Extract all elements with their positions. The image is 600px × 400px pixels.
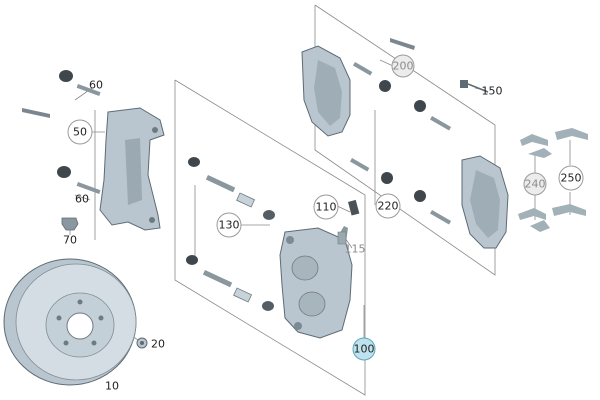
bracket-hardware <box>22 70 101 231</box>
callout-20: 20 <box>151 338 165 351</box>
callout-220: 220 <box>375 193 401 219</box>
bleed-screw <box>337 199 360 245</box>
callout-50-circle <box>67 119 93 145</box>
callout-60-bottom: 60 <box>75 193 89 206</box>
callout-70-text: 70 <box>63 234 77 247</box>
callout-100-text: 100 <box>354 343 375 356</box>
pad-hardware <box>350 38 588 232</box>
assembly-frame-lines <box>94 4 496 396</box>
callout-250-circle <box>558 165 584 191</box>
callout-115: 115 <box>345 243 366 256</box>
callout-50-text: 50 <box>73 126 87 139</box>
callout-130-text: 130 <box>219 219 240 232</box>
caliper-frame-line <box>174 80 366 396</box>
guide-pins <box>186 157 275 311</box>
brake-pad-outer <box>461 155 509 249</box>
callout-250-text: 250 <box>561 172 582 185</box>
callout-110-text: 110 <box>316 201 337 214</box>
callout-240-text: 240 <box>525 178 546 191</box>
callout-130-circle <box>216 212 242 238</box>
callout-200-text: 200 <box>393 60 414 73</box>
disc-screw <box>136 337 148 349</box>
callout-250: 250 <box>558 165 584 191</box>
callout-50: 50 <box>67 119 93 145</box>
callout-60-bottom-text: 60 <box>75 193 89 206</box>
brake-pad-inner <box>301 45 351 137</box>
callout-220-text: 220 <box>378 200 399 213</box>
callout-10: 10 <box>105 380 119 393</box>
callout-60-top: 60 <box>89 79 103 92</box>
callout-150: 150 <box>482 85 503 98</box>
callout-240: 240 <box>523 172 547 196</box>
caliper-bracket <box>99 107 165 231</box>
callout-110-circle <box>313 194 339 220</box>
callout-labels: 10 20 50 60 60 70 100 110 115 <box>63 54 584 393</box>
callout-200-circle <box>391 54 415 78</box>
callout-130: 130 <box>216 212 242 238</box>
callout-60-top-text: 60 <box>89 79 103 92</box>
callout-10-text: 10 <box>105 380 119 393</box>
callout-70: 70 <box>63 234 77 247</box>
callout-100: 100 <box>352 337 376 361</box>
callout-220-circle <box>375 193 401 219</box>
callout-20-text: 20 <box>151 338 165 351</box>
caliper-frame-line-2 <box>174 79 366 345</box>
brake-disc <box>3 258 137 386</box>
callout-240-circle <box>523 172 547 196</box>
caliper-housing <box>279 226 353 339</box>
callout-200: 200 <box>391 54 415 78</box>
callout-115-text: 115 <box>345 243 366 256</box>
callout-100-circle <box>352 337 376 361</box>
callout-150-text: 150 <box>482 85 503 98</box>
callout-110: 110 <box>313 194 339 220</box>
